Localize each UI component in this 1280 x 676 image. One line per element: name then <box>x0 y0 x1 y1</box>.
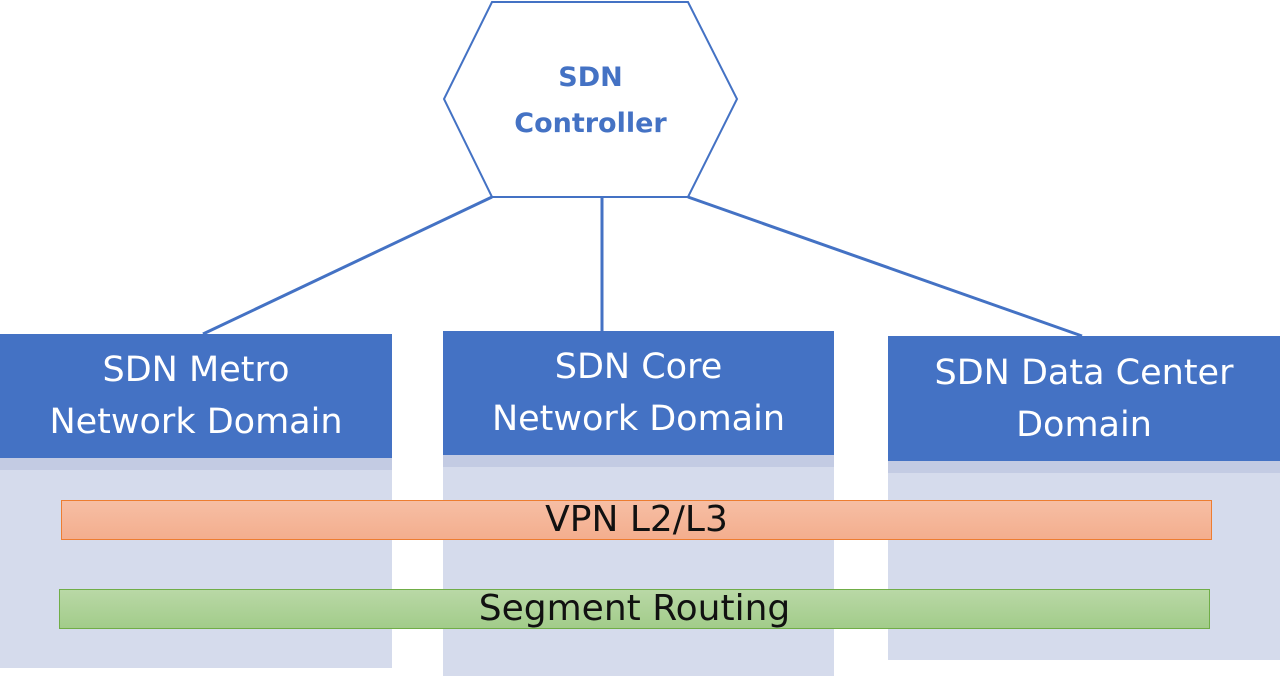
domain-metro-divider <box>0 458 392 470</box>
domain-datacenter-divider <box>888 461 1280 473</box>
controller-label: SDN Controller <box>444 55 737 147</box>
segment-routing-layer-label: Segment Routing <box>478 588 791 629</box>
domain-datacenter-title-line2: Domain <box>1016 404 1152 445</box>
segment-routing-layer-bar: Segment Routing <box>59 589 1210 629</box>
domain-core-title-line2: Network Domain <box>491 399 786 439</box>
controller-label-line2: Controller <box>514 108 667 139</box>
connector-controller-datacenter <box>687 195 1083 338</box>
domain-metro-title-line1: SDN Metro <box>102 350 290 390</box>
domain-core-title-line1: SDN Core <box>554 347 723 387</box>
domain-core-divider <box>443 455 834 467</box>
vpn-layer-bar: VPN L2/L3 <box>61 500 1212 540</box>
domain-metro-header: SDN Metro Network Domain <box>0 334 392 458</box>
vpn-layer-label: VPN L2/L3 <box>545 499 728 540</box>
domain-datacenter: SDN Data Center Domain <box>888 336 1280 660</box>
controller-label-line1: SDN <box>558 62 623 93</box>
domain-datacenter-title-line1: SDN Data Center <box>934 352 1234 393</box>
domain-metro-title-line2: Network Domain <box>49 402 343 442</box>
domain-core-header: SDN Core Network Domain <box>443 331 834 455</box>
connector-controller-metro <box>202 195 493 336</box>
domain-datacenter-header: SDN Data Center Domain <box>888 336 1280 461</box>
